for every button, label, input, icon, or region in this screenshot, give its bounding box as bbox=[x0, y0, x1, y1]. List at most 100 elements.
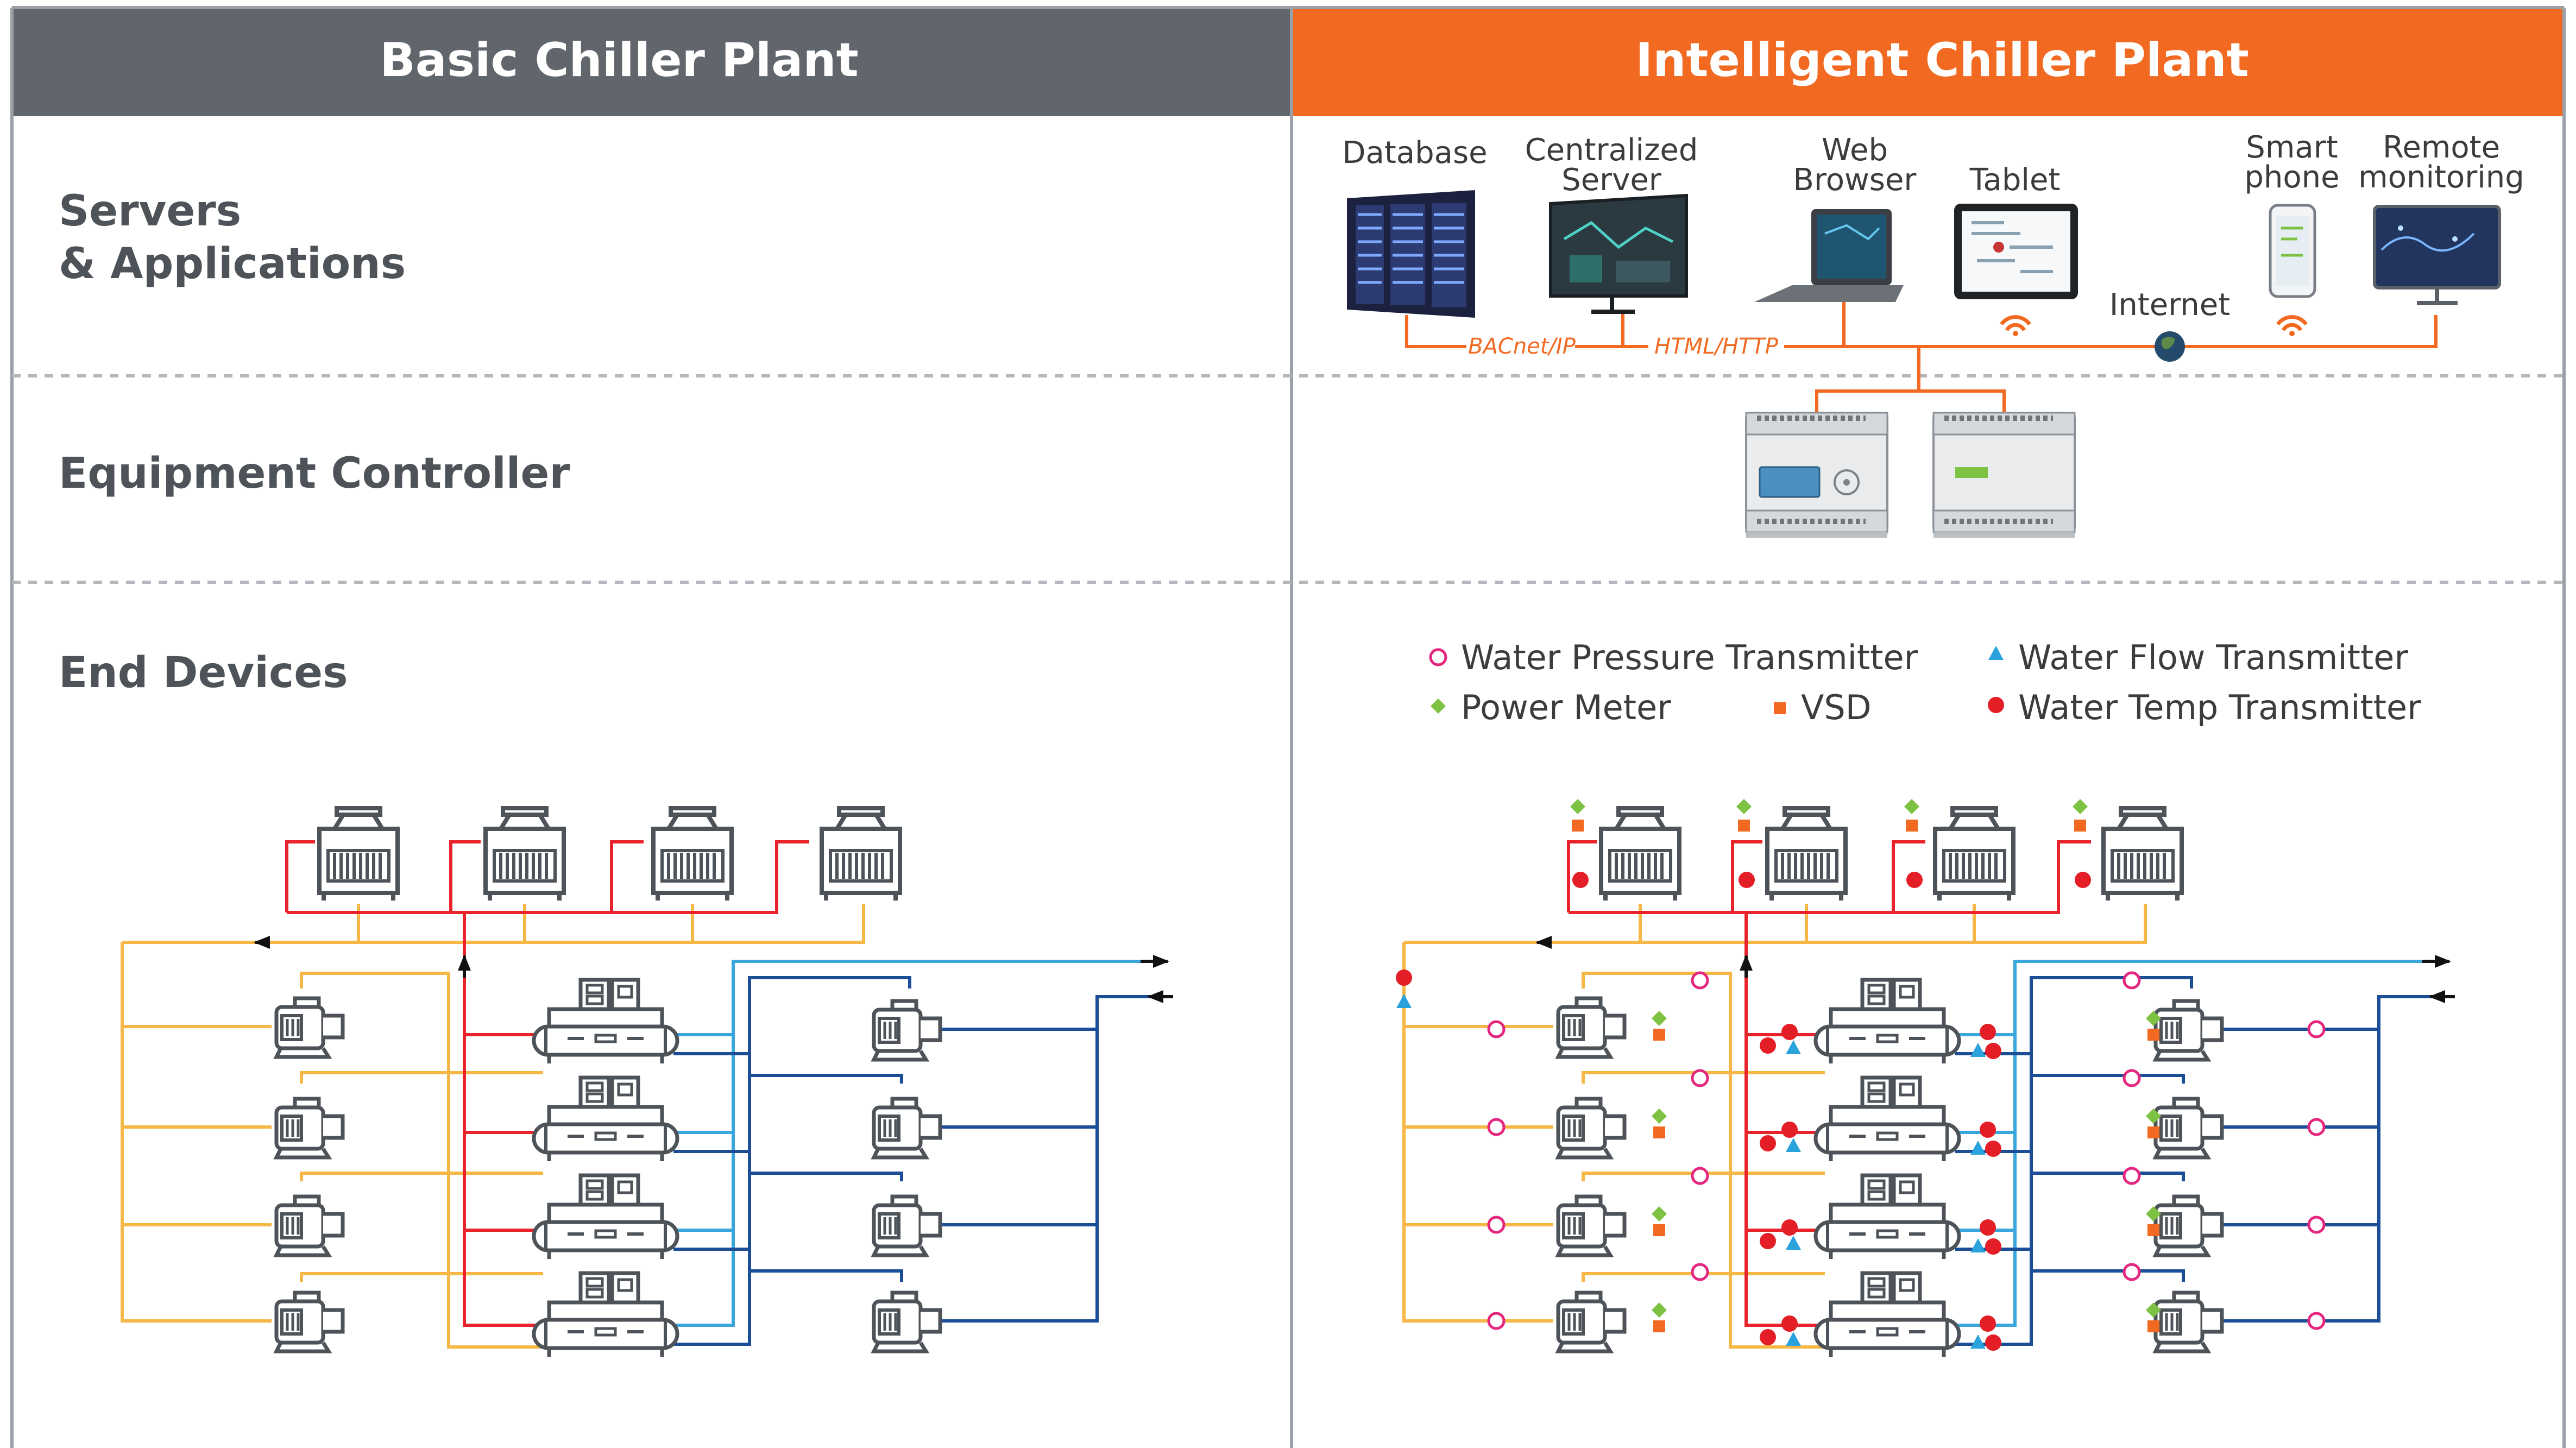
tower-power-meter bbox=[1736, 799, 1752, 814]
chiller-out-temp-sensor bbox=[1980, 1122, 1996, 1138]
legend-temp-label: Water Temp Transmitter bbox=[2018, 688, 2421, 727]
tower-vsd bbox=[2074, 820, 2086, 832]
legend-temp-icon bbox=[1988, 697, 2004, 713]
condenser-temp-sensor bbox=[1396, 969, 1412, 986]
database-icon bbox=[1347, 190, 1475, 318]
tower-temp-sensor bbox=[1572, 872, 1589, 888]
chilled-pump-vsd bbox=[2147, 1126, 2159, 1138]
condenser-pump-power-meter bbox=[1652, 1011, 1667, 1026]
condenser-pump-vsd bbox=[1653, 1029, 1665, 1041]
basic-pipes bbox=[121, 840, 1173, 1349]
remote-monitoring-monitor-icon bbox=[2373, 205, 2501, 305]
legend-pressure-label: Water Pressure Transmitter bbox=[1461, 638, 1918, 677]
tower-vsd bbox=[1738, 820, 1750, 832]
condenser-pressure-sensor bbox=[1489, 1313, 1504, 1329]
chiller-flow-sensor bbox=[1970, 1334, 1986, 1349]
basic-plant-schematic bbox=[121, 808, 1173, 1357]
tower-temp-sensor bbox=[1906, 872, 1923, 888]
smartphone-icon bbox=[2269, 204, 2316, 298]
chilled-pressure-sensor bbox=[2124, 1168, 2139, 1183]
bacnet-gap bbox=[1466, 331, 1575, 362]
network-drops bbox=[1621, 301, 1846, 347]
label-server: Server bbox=[1561, 162, 1662, 198]
condenser-flow-sensor bbox=[1396, 994, 1412, 1008]
condenser-pump-vsd bbox=[1653, 1224, 1665, 1236]
tower-power-meter bbox=[1570, 799, 1585, 814]
chiller-in-temp-sensor bbox=[1781, 1219, 1798, 1236]
label-web: Web bbox=[1822, 133, 1888, 168]
chiller-in-temp-sensor bbox=[1760, 1329, 1776, 1345]
chilled-pump-vsd bbox=[2147, 1320, 2159, 1332]
condenser-pump-vsd bbox=[1653, 1320, 1665, 1332]
network-section: Database Centralized Server Web Browser … bbox=[1342, 130, 2524, 727]
label-internet: Internet bbox=[2109, 287, 2230, 323]
tablet-wifi-icon bbox=[2000, 315, 2031, 336]
network-backbone bbox=[1405, 315, 2438, 348]
chiller-out-temp-sensor bbox=[1985, 1141, 2001, 1157]
chiller-in-temp-sensor bbox=[1760, 1135, 1776, 1151]
tablet-icon bbox=[1954, 204, 2078, 299]
chiller-in-temp-sensor bbox=[1760, 1233, 1776, 1249]
intelligent-header-title: Intelligent Chiller Plant bbox=[1635, 33, 2249, 87]
chiller-out-temp-sensor bbox=[1980, 1219, 1996, 1236]
centralized-server-icon bbox=[1549, 193, 1688, 314]
tower-vsd bbox=[1906, 820, 1918, 832]
chilled-pressure-sensor bbox=[2309, 1022, 2324, 1037]
legend-flow-icon bbox=[1988, 646, 2004, 660]
legend-power-label: Power Meter bbox=[1461, 688, 1671, 727]
condenser-pressure-sensor bbox=[1489, 1022, 1504, 1037]
chiller-flow-sensor bbox=[1786, 1040, 1801, 1054]
chiller-out-temp-sensor bbox=[1980, 1024, 1996, 1040]
chiller-out-temp-sensor bbox=[1985, 1043, 2001, 1059]
chiller-flow-sensor bbox=[1970, 1043, 1986, 1057]
basic-header-bar bbox=[12, 8, 1292, 116]
legend-flow-label: Water Flow Transmitter bbox=[2018, 638, 2408, 677]
chilled-pump-vsd bbox=[2147, 1029, 2159, 1041]
condenser-pressure-sensor bbox=[1489, 1119, 1504, 1135]
condenser-pump-power-meter bbox=[1652, 1206, 1667, 1222]
basic-cooling-towers bbox=[319, 808, 900, 901]
legend-vsd-icon bbox=[1774, 702, 1786, 714]
label-tablet: Tablet bbox=[1969, 162, 2061, 198]
row-label-servers: Servers bbox=[59, 187, 241, 236]
tower-temp-sensor bbox=[1739, 872, 1755, 888]
controller-unit-1 bbox=[1746, 413, 1887, 538]
smartphone-wifi-icon bbox=[2276, 315, 2308, 336]
chiller-flow-sensor bbox=[1786, 1236, 1801, 1250]
label-remote: Remote bbox=[2383, 130, 2500, 165]
chilled-pressure-sensor bbox=[2124, 1071, 2139, 1086]
row-label-equipment-controller: Equipment Controller bbox=[59, 449, 570, 498]
intelligent-header-bar bbox=[1292, 8, 2564, 116]
chilled-pump-vsd bbox=[2147, 1224, 2159, 1236]
http-gap bbox=[1648, 331, 1784, 362]
condenser-pump-pressure-sensor bbox=[1692, 1071, 1708, 1086]
condenser-pump-pressure-sensor bbox=[1692, 1168, 1708, 1183]
tower-power-meter bbox=[2073, 799, 2088, 814]
chiller-out-temp-sensor bbox=[1985, 1238, 2001, 1255]
chiller-in-temp-sensor bbox=[1781, 1315, 1798, 1332]
protocol-bacnet: BACnet/IP bbox=[1468, 334, 1576, 359]
chiller-out-temp-sensor bbox=[1980, 1315, 1996, 1332]
condenser-pump-pressure-sensor bbox=[1692, 973, 1708, 988]
chiller-flow-sensor bbox=[1786, 1332, 1801, 1346]
protocol-http: HTML/HTTP bbox=[1654, 334, 1779, 359]
chilled-pressure-sensor bbox=[2124, 1264, 2139, 1280]
condenser-pump-power-meter bbox=[1652, 1302, 1667, 1318]
label-browser: Browser bbox=[1793, 162, 1917, 198]
legend-pressure-icon bbox=[1431, 650, 1446, 665]
basic-chillers bbox=[534, 980, 677, 1357]
intelligent-plant-schematic bbox=[1396, 799, 2455, 1357]
chilled-pressure-sensor bbox=[2309, 1217, 2324, 1232]
web-browser-laptop-icon bbox=[1754, 209, 1904, 302]
legend-vsd-label: VSD bbox=[1801, 688, 1872, 727]
label-smart: Smart bbox=[2246, 130, 2338, 165]
basic-header-title: Basic Chiller Plant bbox=[380, 33, 859, 87]
label-monitoring: monitoring bbox=[2358, 160, 2524, 195]
condenser-pump-power-meter bbox=[1652, 1109, 1667, 1124]
condenser-pressure-sensor bbox=[1489, 1217, 1504, 1232]
chiller-flow-sensor bbox=[1786, 1138, 1801, 1152]
chiller-flow-sensor bbox=[1970, 1238, 1986, 1252]
chilled-pressure-sensor bbox=[2309, 1313, 2324, 1329]
chiller-in-temp-sensor bbox=[1781, 1122, 1798, 1138]
